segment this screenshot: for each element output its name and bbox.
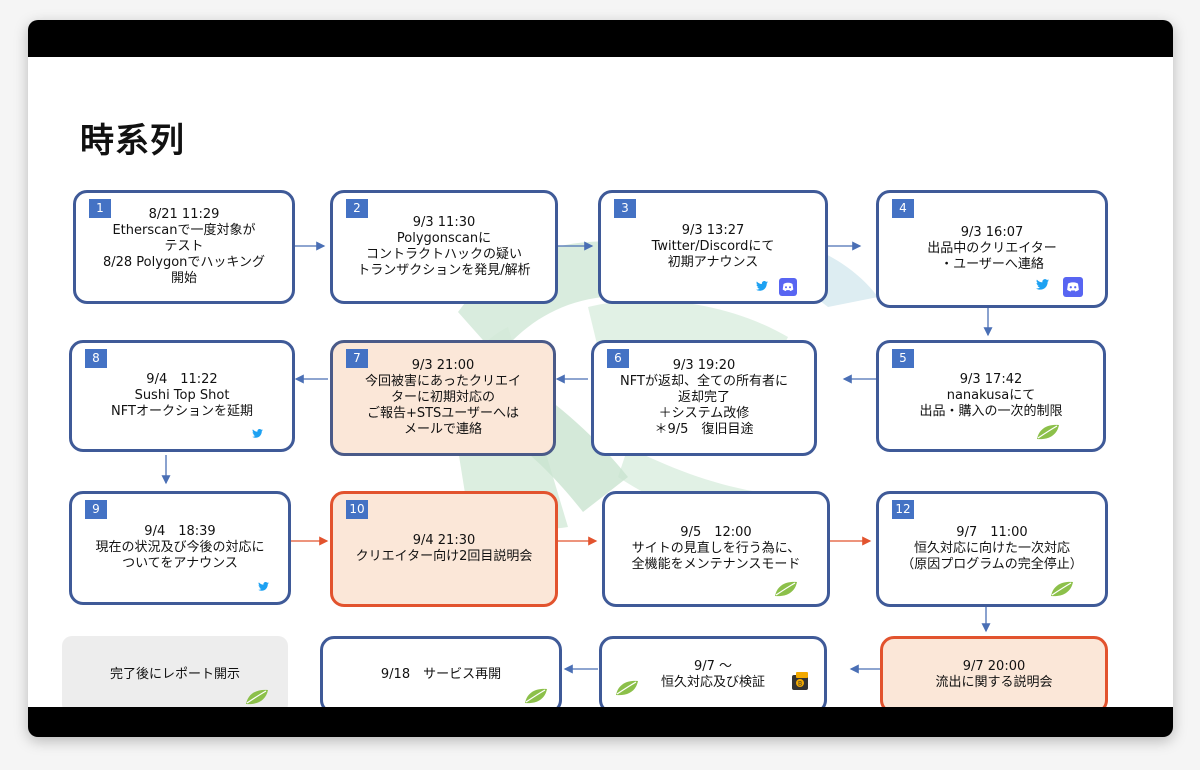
step-text: 9/4 11:22 Sushi Top Shot NFTオークションを延期 (111, 372, 253, 419)
step-text: 9/5 12:00 サイトの見直しを行う為に、 全機能をメンテナンスモード (631, 525, 801, 572)
step-text: 完了後にレポート開示 (109, 667, 240, 682)
step-text: 9/3 13:27 Twitter/Discordにて 初期アナウンス (651, 223, 775, 270)
step-text: 9/3 16:07 出品中のクリエイター ・ユーザーへ連絡 (927, 225, 1057, 272)
step-8: 8 9/4 11:22 Sushi Top Shot NFTオークションを延期 (69, 340, 295, 452)
leaf-icon (1051, 581, 1073, 597)
slide: 時系列 (28, 57, 1173, 707)
step-2: 2 9/3 11:30 Polygonscanに コントラクトハックの疑い トラ… (330, 190, 558, 304)
leaf-icon (246, 689, 268, 705)
twitter-icon (258, 582, 269, 591)
step-text: 9/3 21:00 今回被害にあったクリエイ ターに初期対応の ご報告+STSユ… (364, 358, 521, 437)
twitter-icon (756, 281, 768, 291)
step-number: 10 (346, 500, 368, 519)
leaf-icon (616, 680, 638, 696)
step-7: 7 9/3 21:00 今回被害にあったクリエイ ターに初期対応の ご報告+ST… (330, 340, 556, 456)
step-5: 5 9/3 17:42 nanakusaにて 出品・購入の一次的制限 (876, 340, 1106, 452)
step-text: 9/3 11:30 Polygonscanに コントラクトハックの疑い トランザ… (357, 215, 531, 278)
step-text: 9/7 11:00 恒久対応に向けた一次対応 （原因プログラムの完全停止） (901, 525, 1083, 572)
step-text: 9/3 17:42 nanakusaにて 出品・購入の一次的制限 (919, 372, 1063, 419)
step-number: 3 (614, 199, 636, 218)
step-13: 9/7 20:00 流出に関する説明会 (880, 636, 1108, 707)
leaf-icon (1037, 424, 1059, 440)
step-number: 4 (892, 199, 914, 218)
step-number: 12 (892, 500, 914, 519)
step-text: 8/21 11:29 Etherscanで一度対象が テスト 8/28 Poly… (102, 207, 265, 286)
step-9: 9 9/4 18:39 現在の状況及び今後の対応に ついてをアナウンス (69, 491, 291, 605)
step-text: 9/7 ～ 恒久対応及び検証 (660, 659, 765, 690)
step-text: 9/7 20:00 流出に関する説明会 (935, 659, 1053, 690)
step-number: 1 (89, 199, 111, 218)
step-number: 7 (346, 349, 368, 368)
report-note: 完了後にレポート開示 (62, 636, 288, 707)
step-text: 9/3 19:20 NFTが返却、全ての所有者に 返却完了 ＋システム改修 ＊9… (620, 358, 788, 437)
step-3: 3 9/3 13:27 Twitter/Discordにて 初期アナウンス (598, 190, 828, 304)
page-title: 時系列 (80, 121, 185, 161)
step-text: 9/18 サービス再開 (380, 667, 502, 682)
leaf-icon (775, 581, 797, 597)
step-number: 6 (607, 349, 629, 368)
step-12: 12 9/7 11:00 恒久対応に向けた一次対応 （原因プログラムの完全停止） (876, 491, 1108, 607)
step-number: 5 (892, 349, 914, 368)
discord-icon (779, 278, 797, 296)
step-number: 2 (346, 199, 368, 218)
step-6: 6 9/3 19:20 NFTが返却、全ての所有者に 返却完了 ＋システム改修 … (591, 340, 817, 456)
window-frame: 時系列 (28, 20, 1173, 737)
twitter-icon (1036, 279, 1049, 290)
step-text: 9/4 18:39 現在の状況及び今後の対応に ついてをアナウンス (95, 524, 265, 571)
step-10: 10 9/4 21:30 クリエイター向け2回目説明会 (330, 491, 558, 607)
step-number: 8 (85, 349, 107, 368)
bitcoin-wallet-icon: B (792, 672, 808, 690)
twitter-icon (252, 429, 263, 438)
discord-icon (1063, 277, 1083, 297)
step-1: 1 8/21 11:29 Etherscanで一度対象が テスト 8/28 Po… (73, 190, 295, 304)
step-number: 9 (85, 500, 107, 519)
step-15: 9/18 サービス再開 (320, 636, 562, 707)
step-11: 9/5 12:00 サイトの見直しを行う為に、 全機能をメンテナンスモード (602, 491, 830, 607)
svg-text:B: B (798, 681, 802, 688)
step-text: 9/4 21:30 クリエイター向け2回目説明会 (355, 533, 533, 564)
step-4: 4 9/3 16:07 出品中のクリエイター ・ユーザーへ連絡 (876, 190, 1108, 308)
leaf-icon (525, 688, 547, 704)
step-14: 9/7 ～ 恒久対応及び検証 B (599, 636, 827, 707)
